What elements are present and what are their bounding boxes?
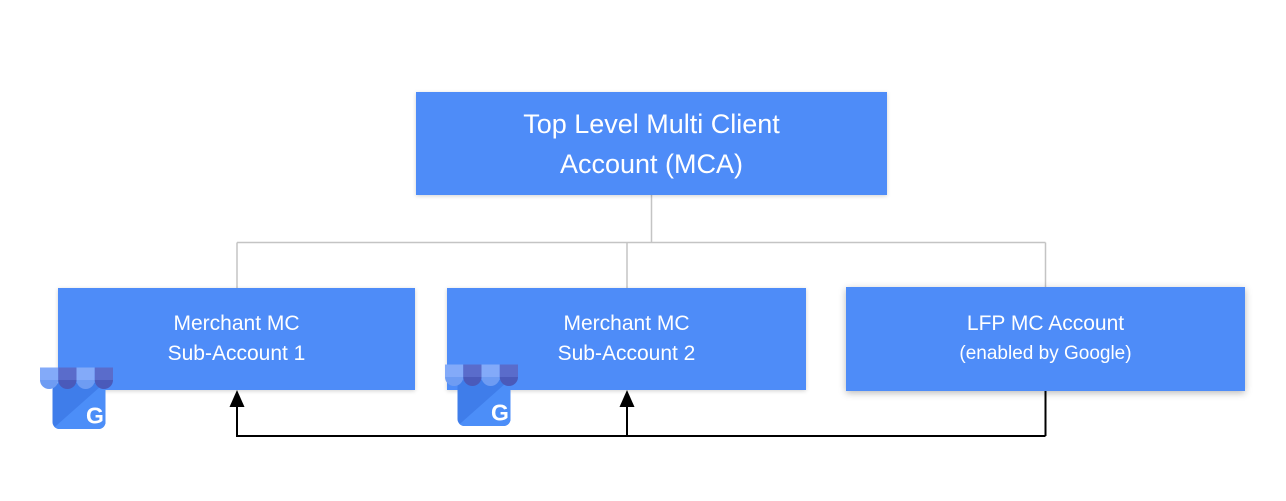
google-g-letter: G	[86, 403, 104, 429]
node-label-line1: LFP MC Account	[966, 312, 1125, 335]
storefront-body	[457, 380, 511, 426]
node-label-line1: Merchant MC	[173, 312, 300, 335]
google-g-letter: G	[491, 400, 509, 426]
node-label-line1: Merchant MC	[563, 312, 690, 335]
storefront-awning	[445, 364, 518, 386]
google-business-profile-icon: G	[40, 366, 113, 432]
node-label-line2: Sub-Account 1	[167, 342, 306, 365]
node-top-level-mca: Top Level Multi Client Account (MCA)	[416, 92, 887, 195]
node-label-line2: Sub-Account 2	[557, 342, 696, 365]
node-label-line2: Account (MCA)	[559, 148, 744, 179]
storefront-awning	[40, 367, 113, 389]
node-label-line1: Top Level Multi Client	[523, 108, 780, 139]
node-merchant-sub-account-1: Merchant MC Sub-Account 1	[58, 288, 415, 390]
google-business-profile-icon: G	[445, 363, 518, 429]
arrowhead-into-sub1	[229, 390, 245, 407]
arrowhead-into-sub2	[619, 390, 635, 407]
node-label-line2: (enabled by Google)	[959, 343, 1132, 364]
node-lfp-mc-account: LFP MC Account (enabled by Google)	[846, 287, 1245, 391]
storefront-body	[52, 383, 106, 429]
